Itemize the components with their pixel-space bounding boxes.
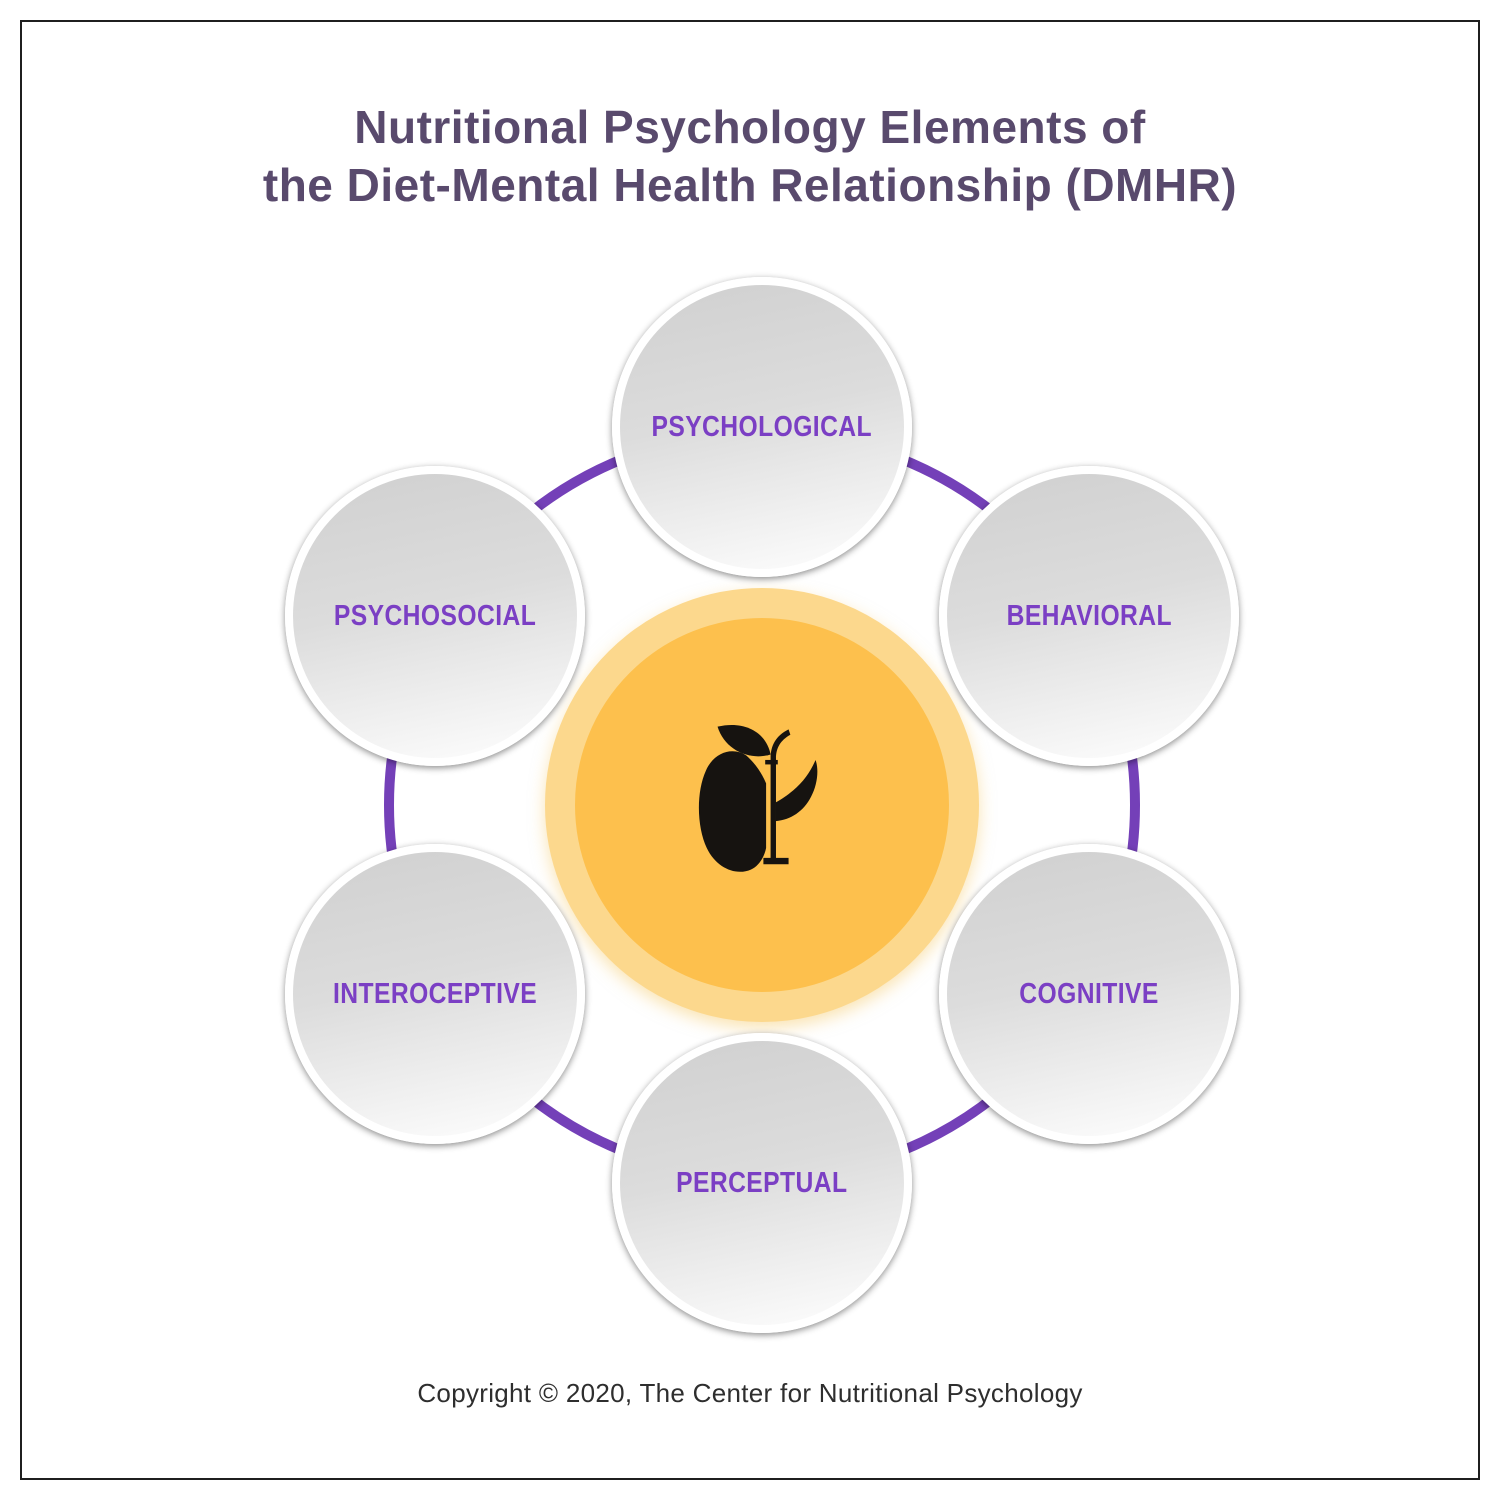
node-label-interoceptive: INTEROCEPTIVE (332, 977, 538, 1010)
node-interoceptive: INTEROCEPTIVE (285, 844, 585, 1144)
apple-psi-icon (698, 724, 817, 872)
node-perceptual: PERCEPTUAL (612, 1033, 912, 1333)
center-hub (545, 588, 979, 1022)
node-label-perceptual: PERCEPTUAL (676, 1166, 848, 1199)
node-psychosocial: PSYCHOSOCIAL (285, 466, 585, 766)
title-line-2: the Diet-Mental Health Relationship (DMH… (262, 159, 1238, 211)
node-behavioral: BEHAVIORAL (939, 466, 1239, 766)
node-cognitive: COGNITIVE (939, 844, 1239, 1144)
copyright-notice: Copyright © 2020, The Center for Nutriti… (417, 1378, 1083, 1408)
diagram-title: Nutritional Psychology Elements of the D… (0, 98, 1500, 214)
node-label-cognitive: COGNITIVE (1019, 977, 1159, 1010)
node-label-behavioral: BEHAVIORAL (1006, 599, 1172, 632)
node-label-psychological: PSYCHOLOGICAL (651, 410, 873, 443)
title-line-1: Nutritional Psychology Elements of (354, 101, 1146, 153)
node-label-psychosocial: PSYCHOSOCIAL (333, 599, 537, 632)
node-psychological: PSYCHOLOGICAL (612, 277, 912, 577)
